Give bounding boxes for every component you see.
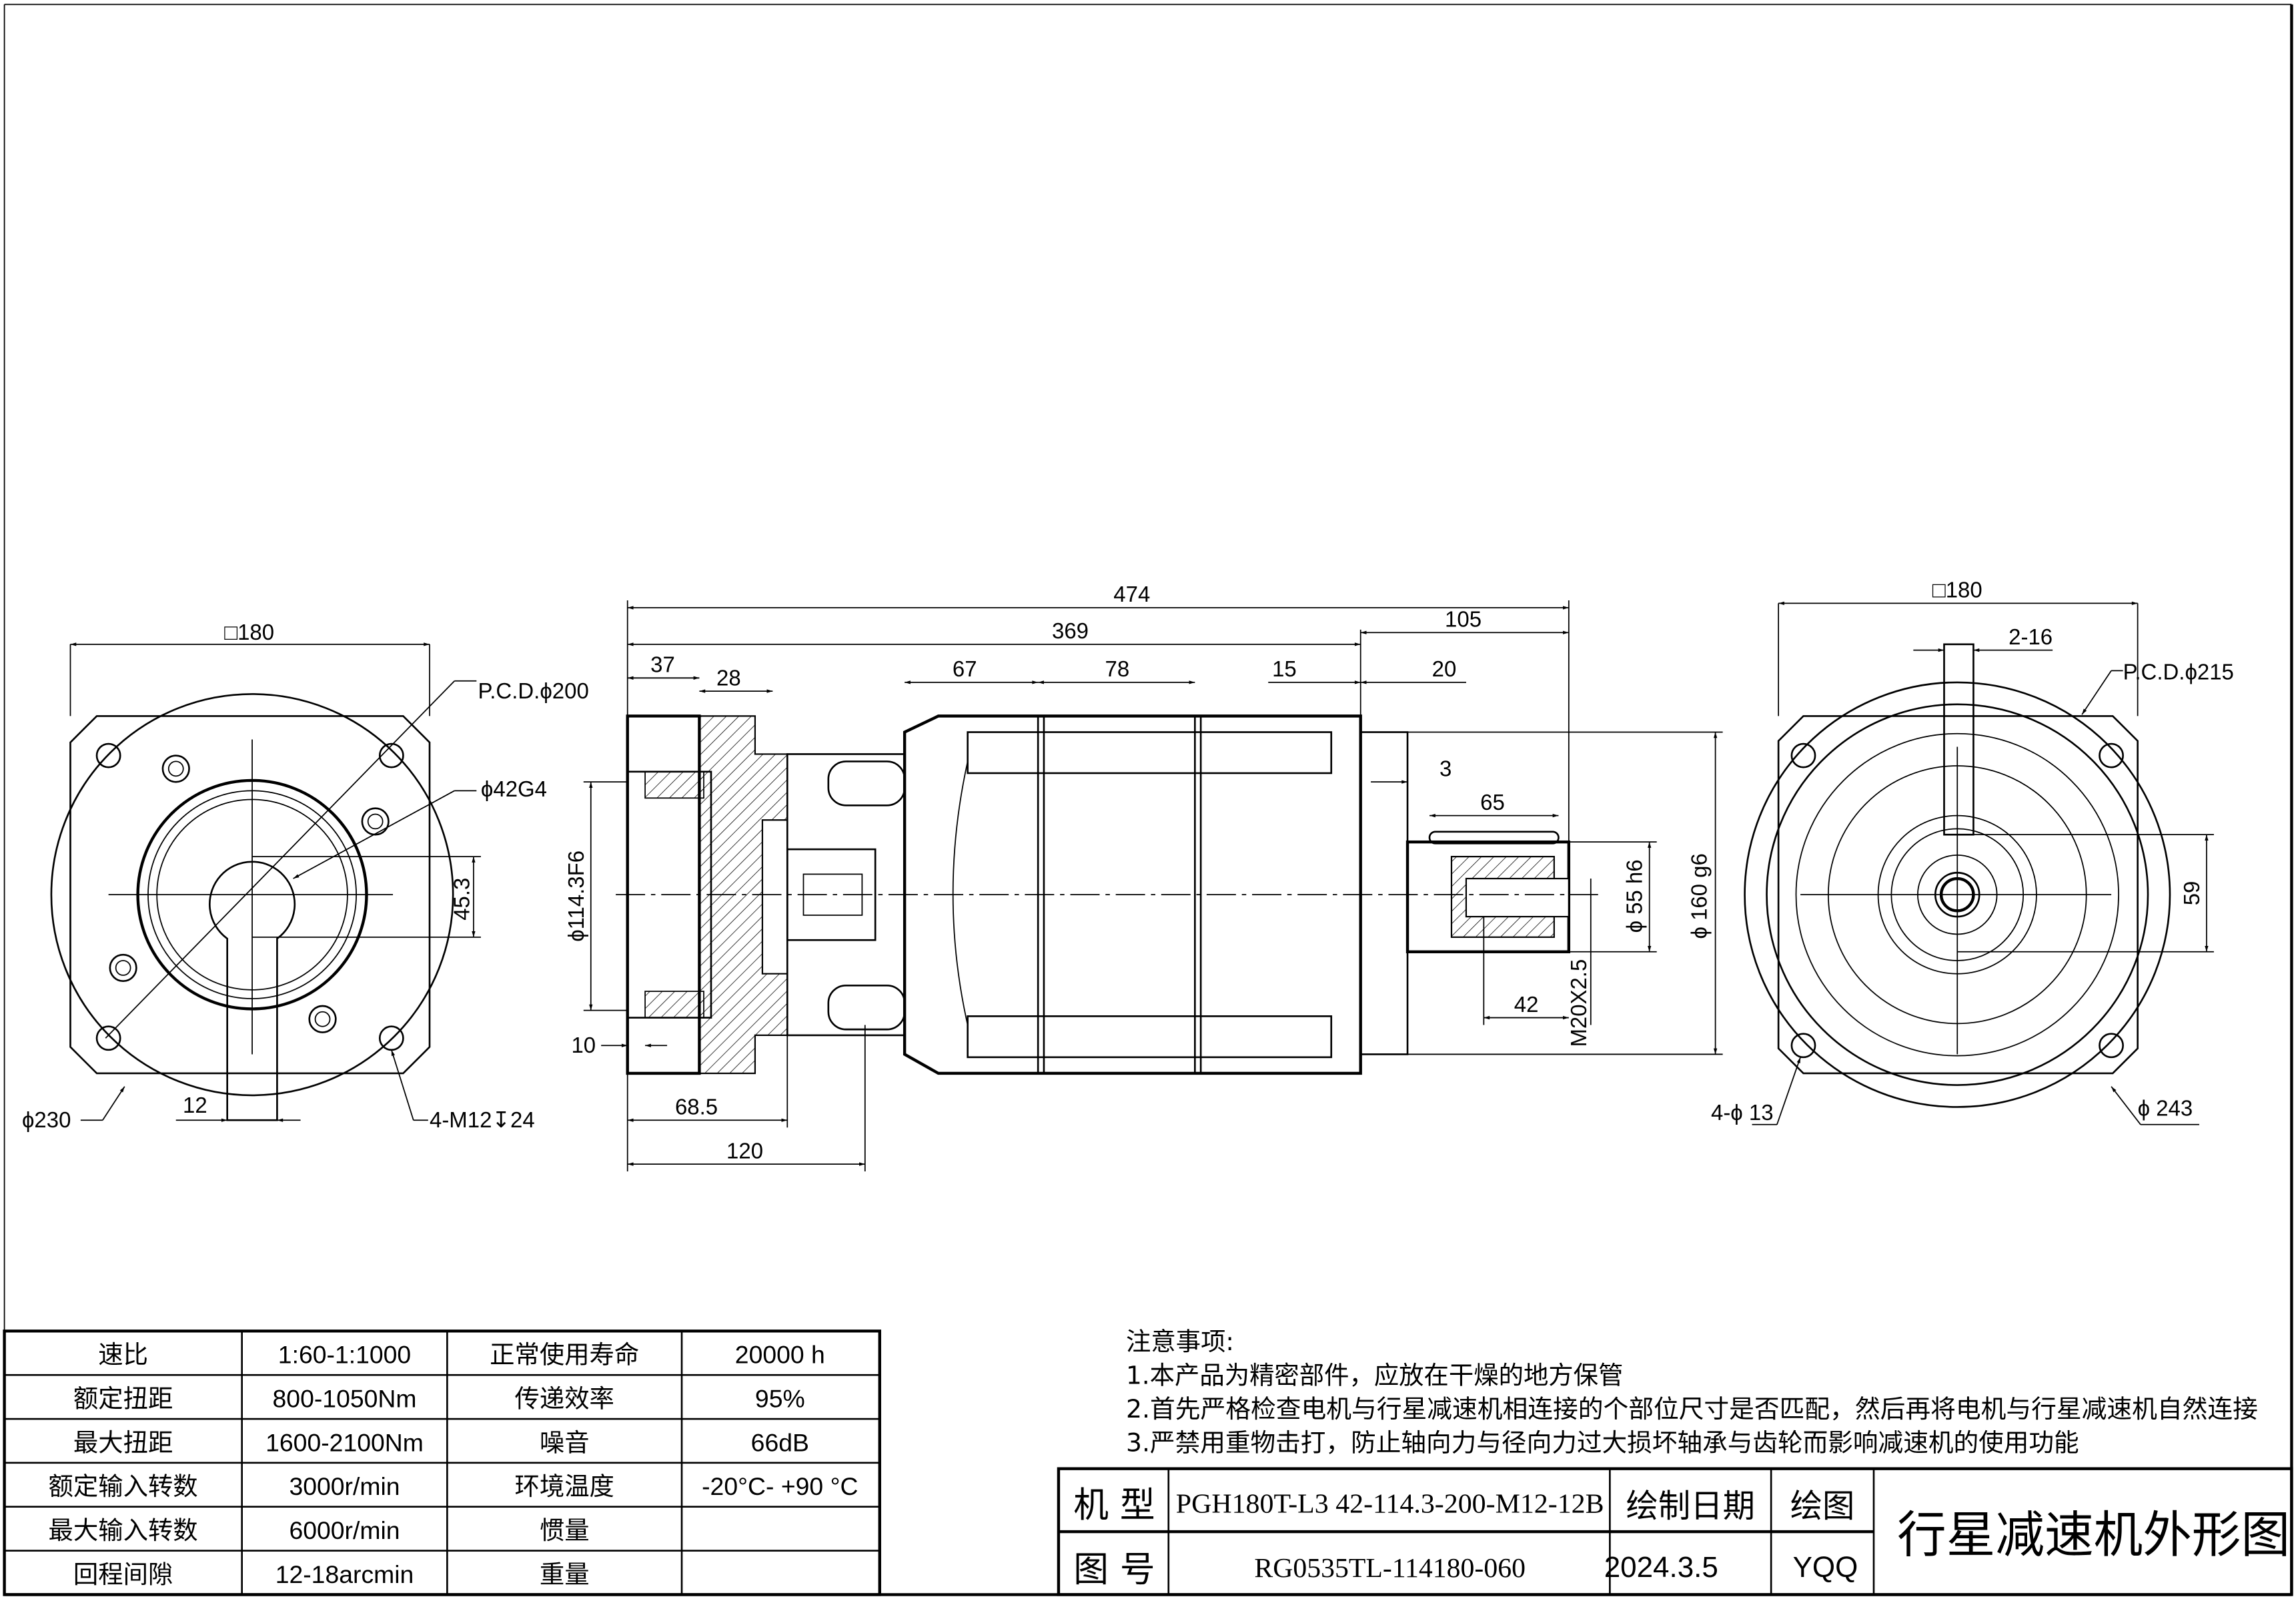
drawer-label: 绘图	[1790, 1488, 1855, 1525]
spec-label: 最大输入转数	[49, 1516, 198, 1545]
dim-thread-depth: 42	[1514, 992, 1539, 1017]
dim-28: 28	[716, 665, 741, 690]
bolt-holes	[95, 742, 404, 1051]
spec-value: -20°C- +90 °C	[702, 1472, 858, 1500]
dim-outer-dia-output: ϕ 243	[2138, 1096, 2193, 1121]
dim-pcd: P.C.D.ϕ200	[478, 678, 589, 703]
dim-20: 20	[1432, 656, 1457, 681]
drawing-title: 行星减速机外形图	[1897, 1506, 2290, 1564]
spec-value: 12-18arcmin	[275, 1560, 414, 1588]
spec-label: 额定输入转数	[49, 1472, 198, 1501]
input-end-view: □180 P.C.D.ϕ200 ϕ42G4 45.3 ϕ230 12 4-M12…	[22, 620, 589, 1132]
output-end-view: □180 2-16 P.C.D.ϕ215 59 4-ϕ 13 ϕ 243	[1711, 578, 2234, 1125]
dim-shaft-section: 105	[1445, 607, 1482, 632]
dim-120: 120	[726, 1138, 763, 1163]
spec-label: 速比	[98, 1340, 148, 1370]
spec-label: 正常使用寿命	[490, 1340, 639, 1370]
spec-value: 3000r/min	[289, 1472, 400, 1500]
dim-total-length: 474	[1113, 582, 1150, 606]
dim-keyway: 2-16	[2008, 624, 2053, 649]
dim-outer-dia: ϕ230	[22, 1107, 71, 1132]
spec-label: 额定扭距	[73, 1384, 173, 1413]
dim-key-width: 12	[183, 1093, 207, 1117]
table-row: 最大输入转数 6000r/min 惯量	[49, 1516, 590, 1545]
table-row: 额定扭距 800-1050Nm 传递效率 95%	[73, 1384, 805, 1413]
spec-label: 噪音	[540, 1428, 590, 1457]
socket-screws	[109, 754, 390, 1033]
dim-pilot-dia: ϕ 160 g6	[1686, 853, 1711, 939]
note-item: 1.本产品为精密部件，应放在干燥的地方保管	[1126, 1360, 1623, 1390]
dim-mounting-holes: 4-ϕ 13	[1711, 1100, 1774, 1125]
dim-10: 10	[571, 1033, 596, 1057]
dim-square: □180	[224, 620, 274, 644]
dim-3: 3	[1440, 756, 1452, 780]
dim-37: 37	[650, 652, 675, 677]
dim-68-5: 68.5	[675, 1094, 718, 1119]
dim-bore: ϕ42G4	[481, 776, 547, 801]
drawing-no-label: 图 号	[1073, 1550, 1155, 1590]
dim-center-thread: M20X2.5	[1566, 959, 1591, 1047]
spec-value: 66dB	[751, 1428, 809, 1456]
dim-pcd-output: P.C.D.ϕ215	[2123, 660, 2234, 684]
dim-key-height-output: 59	[2179, 881, 2204, 906]
spec-label: 惯量	[540, 1516, 590, 1545]
spec-label: 重量	[540, 1560, 590, 1589]
date-label: 绘制日期	[1626, 1488, 1755, 1525]
title-block: 机 型 PGH180T-L3 42-114.3-200-M12-12B 绘制日期…	[1057, 1467, 2293, 1596]
spec-value: 6000r/min	[289, 1516, 400, 1544]
table-row: 回程间隙 12-18arcmin 重量	[73, 1560, 590, 1589]
dim-67: 67	[953, 656, 977, 681]
drawer-value: YQQ	[1793, 1551, 1858, 1584]
spec-label: 环境温度	[514, 1472, 614, 1501]
dim-key-height: 45.3	[449, 878, 474, 921]
table-row: 额定输入转数 3000r/min 环境温度 -20°C- +90 °C	[49, 1472, 858, 1501]
spec-value: 20000 h	[735, 1341, 825, 1369]
dim-body-length: 369	[1052, 618, 1089, 643]
side-view: 474 369 105 37 28 67 78 15 20 3 65 ϕ 55 …	[564, 582, 1723, 1172]
dim-15: 15	[1272, 656, 1297, 681]
model-label: 机 型	[1073, 1485, 1155, 1526]
table-row: 速比 1:60-1:1000 正常使用寿命 20000 h	[98, 1340, 825, 1370]
model-value: PGH180T-L3 42-114.3-200-M12-12B	[1176, 1489, 1604, 1520]
dim-input-pilot: ϕ114.3F6	[564, 851, 588, 942]
spec-label: 回程间隙	[73, 1560, 173, 1589]
spec-value: 1:60-1:1000	[278, 1341, 411, 1369]
spec-value: 1600-2100Nm	[265, 1428, 424, 1456]
mounting-holes	[1790, 742, 2124, 1059]
table-row: 最大扭距 1600-2100Nm 噪音 66dB	[73, 1428, 809, 1457]
dim-shaft-dia: ϕ 55 h6	[1622, 859, 1647, 933]
spec-value: 95%	[755, 1384, 805, 1412]
spec-label: 最大扭距	[73, 1428, 173, 1457]
dim-78: 78	[1105, 656, 1130, 681]
note-item: 2.首先严格检查电机与行星减速机相连接的个部位尺寸是否匹配，然后再将电机与行星减…	[1126, 1394, 2258, 1424]
drawing-no-value: RG0535TL-114180-060	[1254, 1553, 1526, 1584]
dim-key-length: 65	[1480, 790, 1505, 815]
dim-tapped-holes: 4-M12↧24	[430, 1107, 535, 1132]
dim-square-output: □180	[1932, 578, 1982, 602]
notes: 注意事项: 1.本产品为精密部件，应放在干燥的地方保管 2.首先严格检查电机与行…	[1126, 1327, 2258, 1457]
note-item: 3.严禁用重物击打，防止轴向力与径向力过大损坏轴承与齿轮而影响减速机的使用功能	[1126, 1428, 2079, 1457]
spec-table: 速比 1:60-1:1000 正常使用寿命 20000 h 额定扭距 800-1…	[3, 1329, 881, 1596]
spec-value: 800-1050Nm	[273, 1384, 417, 1412]
spec-label: 传递效率	[514, 1384, 614, 1413]
date-value: 2024.3.5	[1604, 1551, 1718, 1584]
notes-title: 注意事项:	[1126, 1327, 1234, 1356]
